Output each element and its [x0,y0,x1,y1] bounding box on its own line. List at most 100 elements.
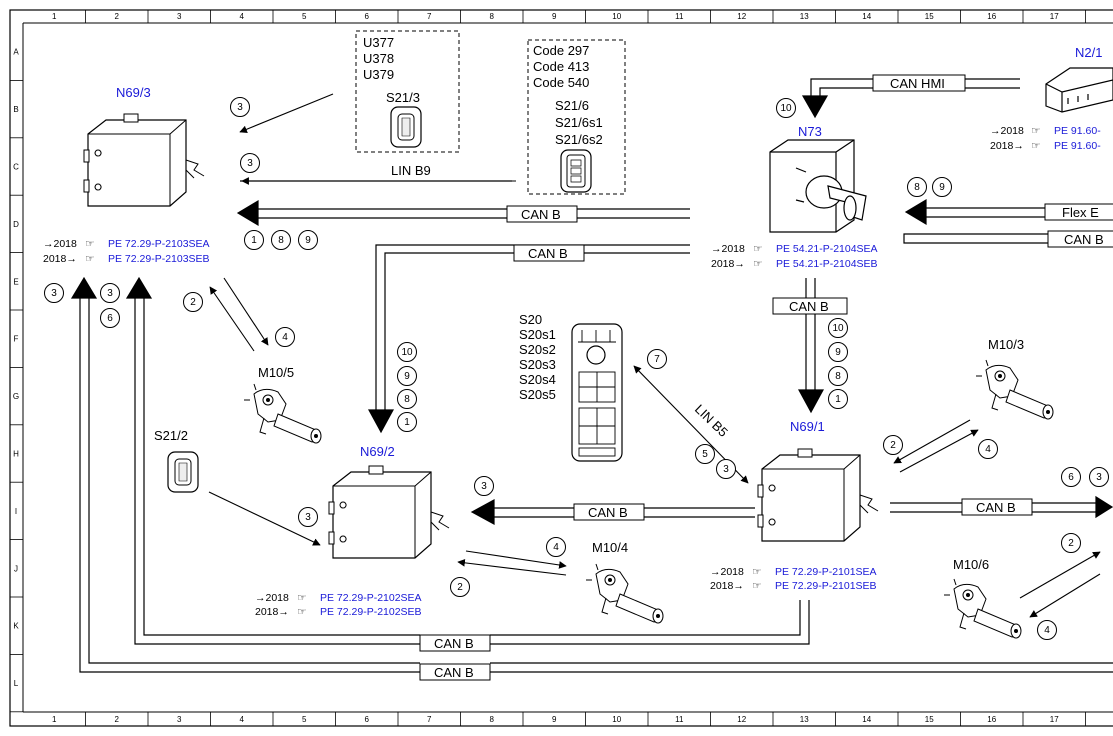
marker-number: 3 [247,158,253,169]
marker-number: 6 [107,313,113,324]
doc-link-n69-2-b[interactable]: PE 72.29-P-2102SEB [320,606,422,618]
grid-row-label: E [13,277,18,286]
grid-column-label: 4 [240,12,245,21]
svg-text:→2018: →2018 [255,592,289,604]
marker-circle [883,435,903,455]
marker-circle [240,153,260,173]
marker-circle [695,444,715,464]
marker-number: 9 [939,182,945,193]
marker-circle [397,366,417,386]
grid-row-label: K [13,622,19,631]
marker-number: 9 [835,347,841,358]
marker-circle [183,292,203,312]
marker-number: 2 [190,297,196,308]
grid-column-label: 13 [800,715,809,724]
s20-label-6: S20s5 [519,387,556,402]
marker-circle [397,412,417,432]
marker-number: 8 [278,235,284,246]
doc-ref-icon: ☞ [752,580,761,592]
n73-label: N73 [798,124,822,139]
marker-circle [244,230,264,250]
doc-link-n73-a[interactable]: PE 54.21-P-2104SEA [776,243,878,255]
marker-circle [978,439,998,459]
grid-column-label: 5 [302,12,307,21]
grid-row-label: D [13,220,19,229]
doc-link-n2-1-b[interactable]: PE 91.60- [1054,140,1101,152]
marker-circle [1037,620,1057,640]
doc-ref-icon: ☞ [85,253,94,265]
grid-column-label: 1 [52,715,57,724]
marker-number: 8 [835,371,841,382]
marker-circle [828,318,848,338]
can-b-label-middle: CAN B [588,505,628,520]
doc-ref-icon: ☞ [752,566,761,578]
grid-row-label: B [13,105,18,114]
grid-column-label: 16 [987,12,996,21]
grid-row-label: G [13,392,19,401]
s21-2-switch-icon [167,451,199,493]
marker-number: 3 [237,102,243,113]
doc-link-n69-1-a[interactable]: PE 72.29-P-2101SEA [775,566,877,578]
marker-number: 10 [832,323,844,334]
n69-3-label: N69/3 [116,85,151,100]
doc-link-n73-b[interactable]: PE 54.21-P-2104SEB [776,258,878,270]
grid-column-label: 17 [1050,12,1059,21]
marker-circle [298,507,318,527]
doc-ref-icon: ☞ [297,606,306,618]
m10-3-motor-icon [975,359,1054,420]
s21-3-dashed-box [355,30,460,153]
svg-text:→2018: →2018 [43,238,77,250]
marker-circle [450,577,470,597]
marker-number: 2 [1068,538,1074,549]
lin-b5-label: LIN B5 [692,401,731,439]
grid-row-label: H [13,450,19,459]
grid-column-label: 2 [115,12,120,21]
marker-circle [298,230,318,250]
can-b-label-n69-1-right: CAN B [976,500,1016,515]
s20-label-3: S20s2 [519,342,556,357]
doc-link-n69-3-b[interactable]: PE 72.29-P-2103SEB [108,253,210,265]
doc-ref-icon: ☞ [753,258,762,270]
svg-text:→2018: →2018 [710,566,744,578]
marker-number: 4 [282,332,288,343]
s20-label-1: S20 [519,312,542,327]
marker-circle [1089,467,1109,487]
svg-text:→2018: →2018 [711,243,745,255]
m10-3-label: M10/3 [988,337,1024,352]
m10-6-label: M10/6 [953,557,989,572]
doc-link-n2-1-a[interactable]: PE 91.60- [1054,125,1101,137]
marker-number: 2 [890,440,896,451]
marker-circle [230,97,250,117]
marker-number: 10 [780,103,792,114]
can-hmi-label: CAN HMI [890,76,945,91]
doc-link-n69-3-a[interactable]: PE 72.29-P-2103SEA [108,238,210,250]
can-b-label-right: CAN B [1064,232,1104,247]
s21-3-code-1: U377 [363,35,394,50]
grid-column-label: 8 [490,715,495,724]
m10-4-motor-icon [585,563,664,624]
s21-3-switch-icon [390,106,422,148]
s21-3-code-2: U378 [363,51,394,66]
doc-link-n69-2-a[interactable]: PE 72.29-P-2102SEA [320,592,422,604]
marker-circle [397,389,417,409]
grid-column-label: 6 [365,12,370,21]
marker-number: 9 [305,235,311,246]
n69-1-label: N69/1 [790,419,825,434]
grid-column-label: 9 [552,715,557,724]
doc-ref-icon: ☞ [1031,125,1040,137]
grid-column-label: 17 [1050,715,1059,724]
s21-3-label: S21/3 [386,90,420,105]
marker-number: 10 [401,347,413,358]
marker-number: 8 [914,182,920,193]
grid-ticks [10,10,1086,726]
reference-n69-2: →2018 ☞ PE 72.29-P-2102SEA 2018→ ☞ PE 72… [255,592,422,618]
grid-column-label: 11 [675,12,684,21]
can-b-label-n69-2: CAN B [528,246,568,261]
doc-link-n69-1-b[interactable]: PE 72.29-P-2101SEB [775,580,877,592]
marker-number: 8 [404,394,410,405]
s21-2-label: S21/2 [154,428,188,443]
marker-circle [828,342,848,362]
grid-column-label: 8 [490,12,495,21]
marker-number: 3 [481,481,487,492]
